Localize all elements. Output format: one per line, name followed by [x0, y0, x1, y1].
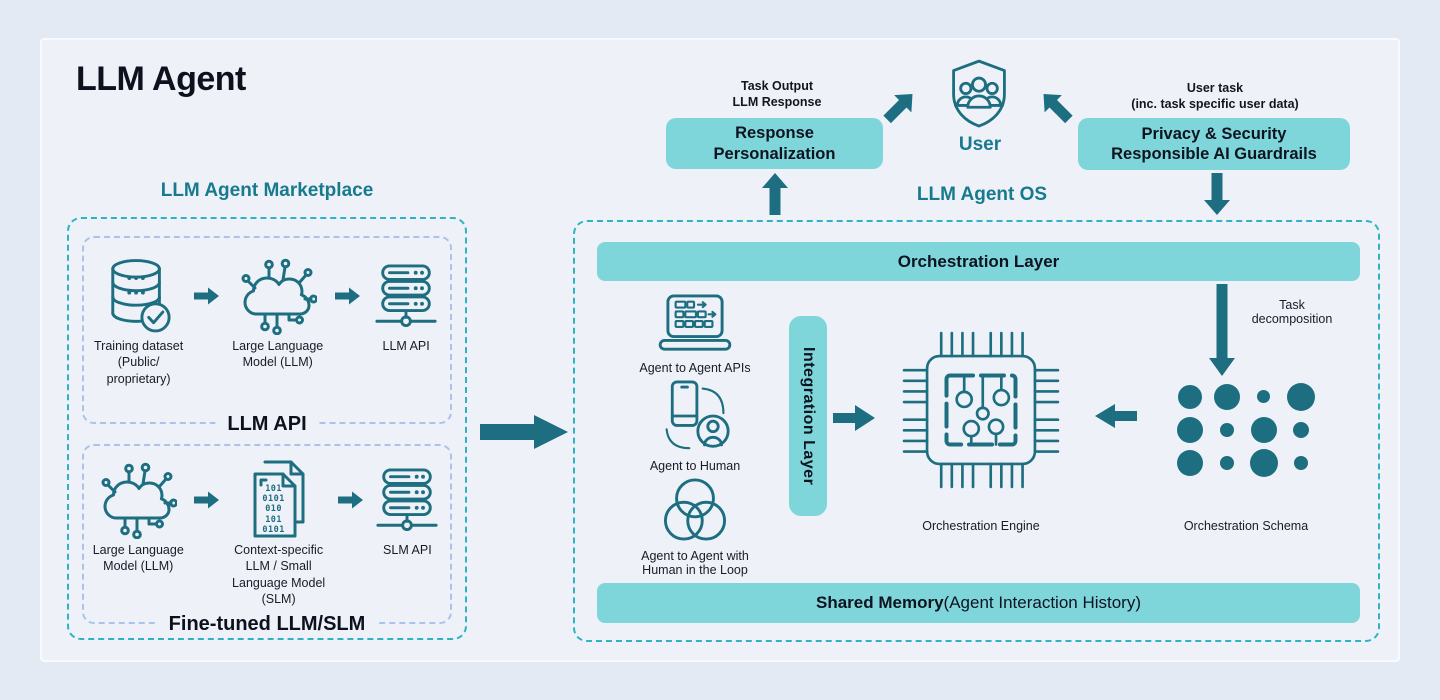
- orchestration-layer-label: Orchestration Layer: [897, 251, 1060, 271]
- llm-api-box-title: LLM API: [215, 413, 319, 436]
- up-arrow-icon: [760, 173, 790, 220]
- down-arrow-icon: [1202, 173, 1232, 220]
- agent-to-agent-apis-item: Agent to Agent APIs: [629, 294, 761, 375]
- finetuned-box: Large Language Model (LLM) 10: [82, 444, 452, 636]
- orchestration-engine-icon: [897, 326, 1065, 499]
- task-output-label: Task Output LLM Response: [732, 79, 822, 110]
- binary-text: 101 0101 010 101 0101: [262, 484, 285, 535]
- context-doc-icon: 101 0101 010 101 0101: [249, 458, 309, 542]
- agent-to-human-label: Agent to Human: [649, 459, 741, 473]
- right-arrow-icon: [335, 254, 361, 338]
- finetuned-box-title: Fine-tuned LLM/SLM: [156, 613, 378, 636]
- user-label: User: [958, 134, 1002, 155]
- orchestration-layer-banner: Orchestration Layer: [597, 242, 1360, 281]
- llm-api-box: Training dataset (Public/ proprietary): [82, 236, 452, 436]
- orchestration-schema-label: Orchestration Schema: [1183, 519, 1309, 533]
- schema-to-engine-arrow-icon: [1095, 402, 1137, 435]
- server-icon: [373, 254, 439, 338]
- integration-layer-label: Integration Layer: [800, 346, 817, 486]
- privacy-guardrails-box: Privacy & Security Responsible AI Guardr…: [1078, 118, 1350, 170]
- agent-to-agent-human-loop-item: Agent to Agent with Human in the Loop: [629, 478, 761, 577]
- integration-to-engine-arrow-icon: [833, 403, 875, 438]
- llm-label: Large Language Model (LLM): [92, 543, 184, 574]
- context-doc-label: Context-specific LLM / Small Language Mo…: [232, 543, 326, 606]
- training-dataset-label: Training dataset (Public/ proprietary): [94, 339, 184, 386]
- os-heading: LLM Agent OS: [916, 184, 1048, 205]
- user-shield-icon: [947, 58, 1011, 137]
- user-task-label: User task (inc. task specific user data): [1131, 81, 1299, 112]
- venn-icon: [629, 478, 761, 547]
- right-arrow-icon: [194, 254, 220, 338]
- os-box: Orchestration Layer Agent to Agent APIs: [573, 220, 1380, 642]
- llm-cloud-icon: [99, 458, 178, 542]
- agent-to-agent-apis-label: Agent to Agent APIs: [639, 361, 751, 375]
- server-icon: [374, 458, 440, 542]
- llm-cloud-cell: Large Language Model (LLM): [221, 254, 334, 371]
- shared-memory-label: Shared Memory: [815, 593, 944, 612]
- training-dataset-cell: Training dataset (Public/ proprietary): [84, 254, 193, 387]
- llm-label: Large Language Model (LLM): [232, 339, 324, 370]
- response-personalization-label: Response Personalization: [713, 124, 836, 163]
- shared-memory-sublabel: (Agent Interaction History): [943, 593, 1141, 612]
- up-left-arrow-icon: [1034, 84, 1083, 133]
- task-decomposition-label: Task decomposition: [1251, 298, 1333, 326]
- phone-person-icon: [629, 380, 761, 457]
- marketplace-box: Training dataset (Public/ proprietary): [67, 217, 467, 640]
- llm-api-label: LLM API: [382, 339, 430, 353]
- orchestration-schema-dots: [1171, 380, 1319, 479]
- laptop-tasks-icon: [629, 294, 761, 359]
- marketplace-heading: LLM Agent Marketplace: [160, 180, 374, 201]
- up-right-arrow-icon: [874, 84, 923, 133]
- right-arrow-icon: [193, 458, 220, 542]
- page-title: LLM Agent: [76, 60, 246, 98]
- llm-api-row: Training dataset (Public/ proprietary): [84, 238, 450, 387]
- task-decomposition-arrow-icon: [1208, 284, 1236, 381]
- agent-to-human-item: Agent to Human: [629, 380, 761, 473]
- orchestration-engine-label: Orchestration Engine: [922, 519, 1040, 533]
- shared-memory-banner: Shared Memory (Agent Interaction History…: [597, 583, 1360, 623]
- agent-to-agent-human-loop-label: Agent to Agent with Human in the Loop: [641, 549, 749, 577]
- llm-cloud-icon: [239, 254, 317, 338]
- response-personalization-box: Response Personalization: [666, 118, 883, 169]
- training-dataset-icon: [105, 254, 173, 338]
- context-doc-cell: 101 0101 010 101 0101 Context-specific L…: [221, 458, 337, 607]
- privacy-guardrails-label: Privacy & Security Responsible AI Guardr…: [1111, 124, 1317, 163]
- right-arrow-icon: [337, 458, 364, 542]
- marketplace-to-os-arrow-icon: [480, 413, 568, 456]
- integration-layer-banner: Integration Layer: [789, 316, 827, 516]
- slm-api-cell: SLM API: [365, 458, 450, 558]
- slm-api-label: SLM API: [383, 543, 432, 557]
- diagram-card: LLM Agent LLM Agent Marketplace: [40, 38, 1400, 662]
- finetuned-row: Large Language Model (LLM) 10: [84, 446, 450, 607]
- llm-cloud-cell: Large Language Model (LLM): [84, 458, 193, 575]
- llm-api-cell: LLM API: [362, 254, 450, 354]
